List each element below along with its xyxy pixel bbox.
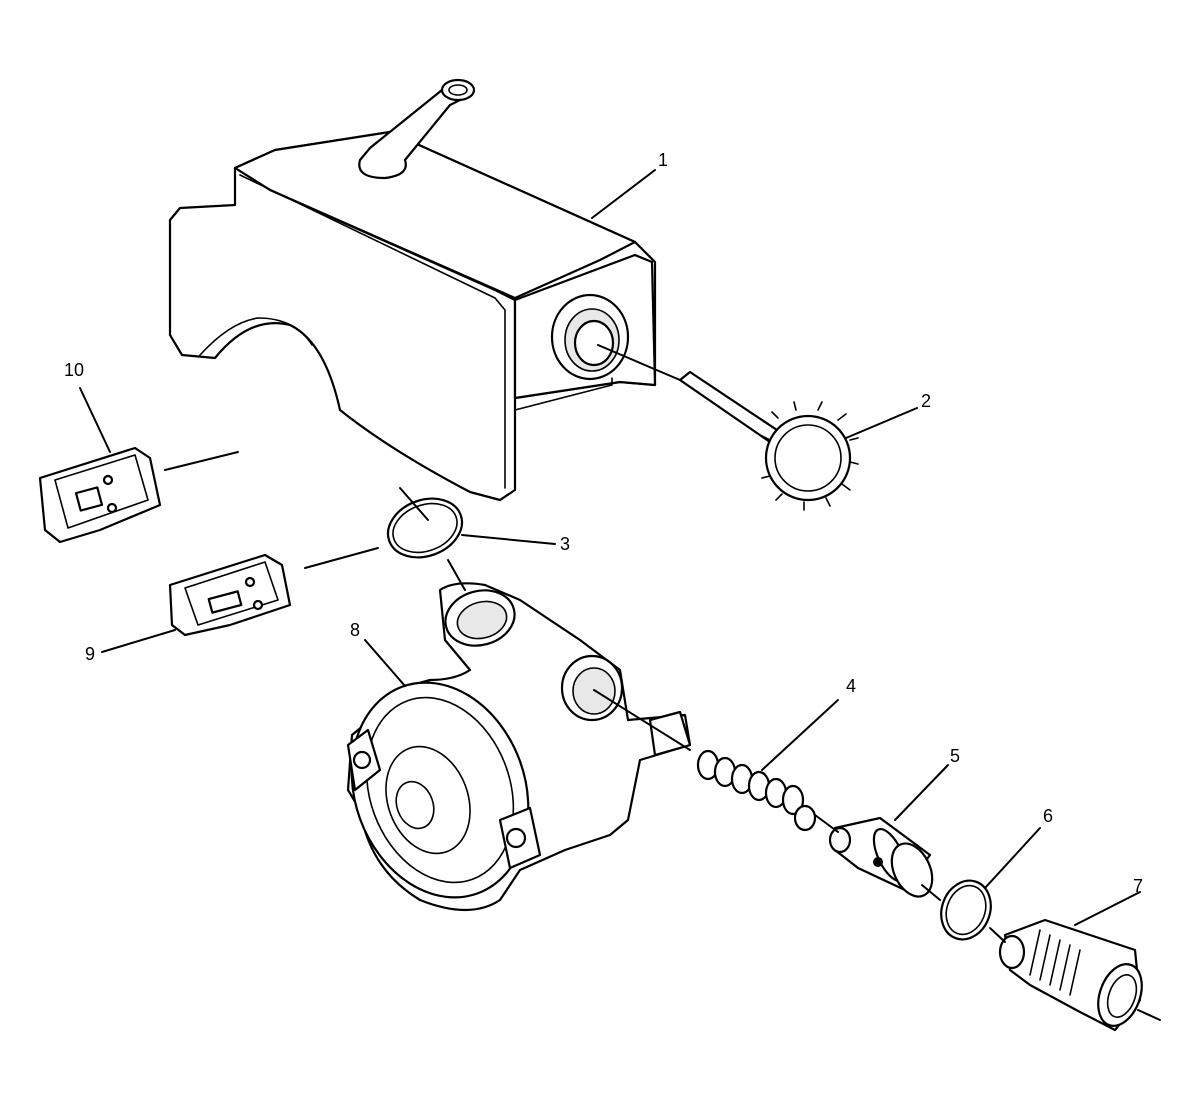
callout-10: 10 bbox=[64, 360, 84, 380]
retaining-clip-lower bbox=[168, 553, 292, 637]
power-steering-pump bbox=[346, 582, 692, 912]
retaining-clip-upper bbox=[38, 446, 162, 544]
callout-4: 4 bbox=[846, 676, 856, 696]
reservoir-cap-dipstick bbox=[678, 370, 859, 511]
fitting-o-ring bbox=[940, 879, 992, 941]
reservoir-o-ring bbox=[386, 497, 464, 559]
pressure-fitting bbox=[998, 918, 1143, 1032]
callout-3: 3 bbox=[560, 534, 570, 554]
leader-lines bbox=[79, 169, 1161, 1021]
flow-control-spring bbox=[696, 749, 817, 832]
reservoir bbox=[168, 78, 657, 502]
callout-2: 2 bbox=[921, 391, 931, 411]
callout-1: 1 bbox=[658, 150, 668, 170]
callout-6: 6 bbox=[1043, 806, 1053, 826]
callout-7: 7 bbox=[1133, 876, 1143, 896]
callout-labels: 1 2 3 4 5 6 7 8 9 10 bbox=[64, 150, 1143, 896]
callout-9: 9 bbox=[85, 644, 95, 664]
flow-control-valve bbox=[828, 816, 934, 898]
callout-8: 8 bbox=[350, 620, 360, 640]
callout-5: 5 bbox=[950, 746, 960, 766]
